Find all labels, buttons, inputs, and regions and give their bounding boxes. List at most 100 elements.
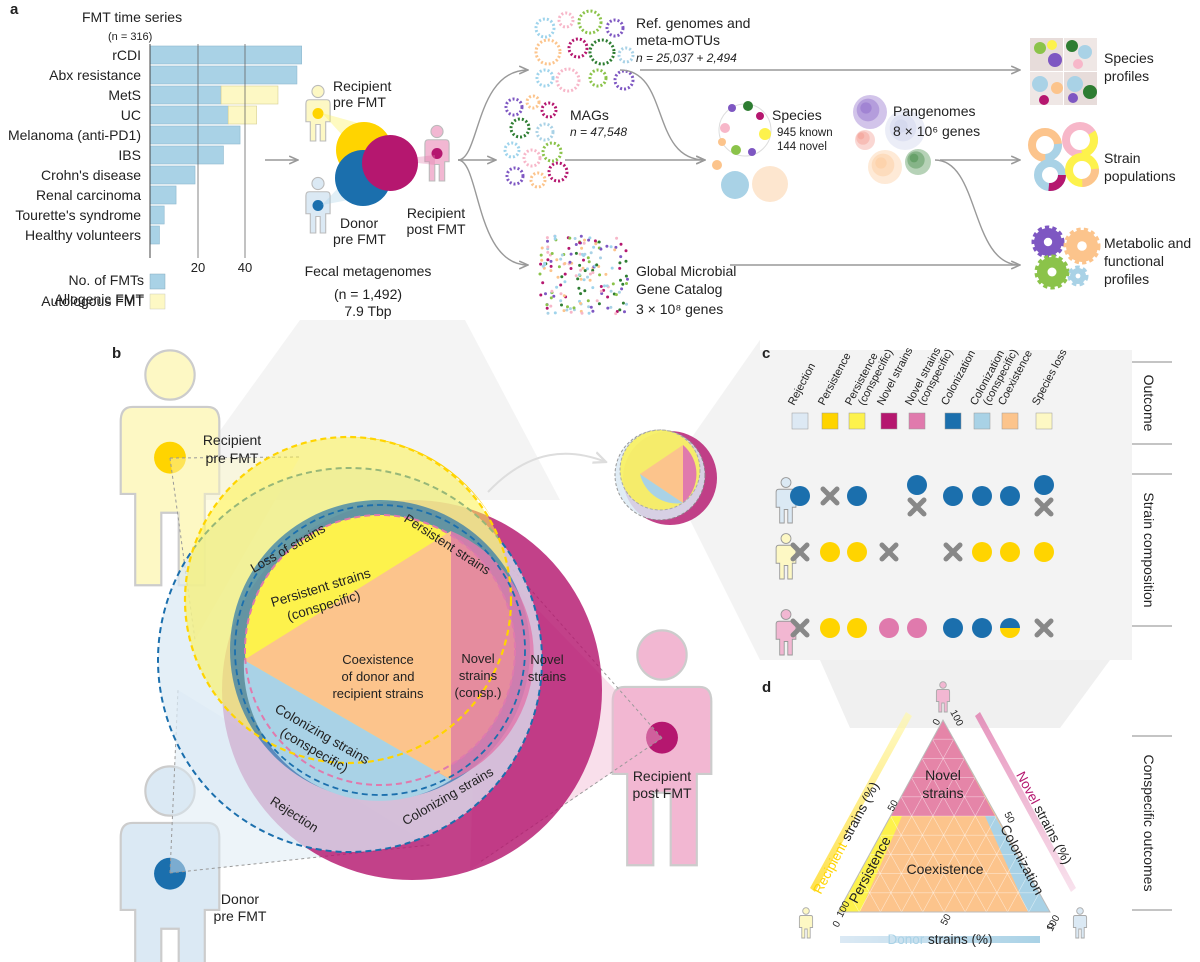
- legend-label-allogenic: Allogenic FMT: [55, 291, 145, 307]
- mag-ring: [540, 101, 558, 119]
- gene-dot: [577, 286, 581, 290]
- ternary-gridline: [858, 739, 954, 913]
- gene-dot: [597, 240, 601, 244]
- gene-dot: [578, 263, 582, 267]
- gene-dot: [549, 264, 553, 268]
- gene-dot: [618, 261, 622, 265]
- strain-dot: [820, 542, 840, 562]
- fmt-bar-allogenic: [149, 185, 177, 205]
- ternary-novel-region: [891, 720, 995, 816]
- pangenome-blob: [894, 119, 908, 133]
- gene-dot: [563, 262, 567, 265]
- fmt-chart-n: (n = 316): [108, 31, 152, 43]
- gene-dot: [546, 245, 550, 249]
- strain-dot: [847, 618, 867, 638]
- outcome-swatch: [848, 412, 866, 430]
- donor-pre-label-b-2: pre FMT: [214, 908, 267, 924]
- ref-label-3: n = 25,037 + 2,494: [636, 51, 737, 65]
- recipient-post-label-a-2: post FMT: [406, 221, 466, 237]
- venn-coexistence: [244, 531, 451, 780]
- gene-dot: [619, 242, 623, 246]
- gene-dot: [582, 254, 586, 257]
- gene-dot: [624, 274, 628, 278]
- fmt-row-label: Healthy volunteers: [25, 227, 141, 243]
- gene-dot: [614, 245, 618, 249]
- pangenome-blob: [889, 114, 917, 142]
- gene-dot: [549, 259, 553, 263]
- ternary-gridline: [943, 815, 997, 913]
- novel-strains-label-1: Novel: [530, 652, 563, 667]
- gene-dot: [609, 245, 613, 249]
- venn-post-a: [362, 135, 418, 191]
- fmt-bar-allogenic: [149, 85, 222, 105]
- absent-cross: [1034, 618, 1054, 638]
- species-dot: [748, 148, 756, 156]
- ref-genome-ring: [534, 17, 556, 39]
- panel-label-b: b: [112, 345, 121, 362]
- gene-dot: [562, 294, 566, 298]
- gene-dot: [625, 282, 628, 285]
- gene-dot: [579, 234, 583, 238]
- tick-recipient-0: 0: [931, 717, 944, 727]
- gene-dot: [578, 241, 582, 245]
- gene-dot: [566, 305, 569, 309]
- gene-dot: [545, 306, 549, 310]
- ternary-novel-label-1: Novel: [925, 767, 961, 783]
- mag-ring: [509, 117, 531, 139]
- gene-dot: [555, 285, 559, 289]
- gene-dot: [599, 285, 603, 288]
- ternary-recipient-person-icon: [798, 907, 814, 939]
- fmt-bar-allogenic: [149, 105, 229, 125]
- tick-novel-50: 50: [1001, 810, 1016, 825]
- gene-dot: [541, 281, 545, 285]
- arrow-to-catalog: [457, 159, 528, 265]
- fmt-tick-40: 40: [238, 260, 252, 275]
- pangenome-blob: [875, 157, 887, 169]
- fmt-bar-allogenic: [149, 225, 160, 245]
- species-icon: [712, 101, 788, 202]
- ternary-gridline: [932, 739, 1030, 913]
- mags-label-1: MAGs: [570, 107, 609, 123]
- pangenomes-label-2: 8 × 10⁶ genes: [893, 123, 980, 139]
- output-strain-1: Strain: [1104, 150, 1141, 166]
- pangenome-blob: [868, 150, 902, 184]
- pangenome-blob: [856, 131, 870, 145]
- mag-ring: [522, 148, 542, 168]
- recipient-pre-label-a-2: pre FMT: [333, 94, 386, 110]
- gene-dot: [621, 282, 625, 286]
- gene-dot: [539, 293, 543, 297]
- venn-post-inner-outline: [244, 514, 516, 786]
- gene-dot: [605, 284, 609, 288]
- mag-ring: [541, 141, 563, 163]
- ternary-donor-person-icon: [1072, 907, 1088, 939]
- panel-label-a: a: [10, 1, 19, 18]
- ternary-gridline: [901, 777, 976, 913]
- gene-dot: [546, 258, 550, 262]
- fmt-bar-autologous: [220, 85, 279, 105]
- fmt-tick-20: 20: [191, 260, 205, 275]
- gene-dot: [606, 295, 610, 299]
- output-metabolic-2: functional: [1104, 253, 1164, 269]
- outcome-axis-label: Outcome: [1141, 375, 1157, 432]
- species-dot: [712, 160, 722, 170]
- gene-dot: [591, 268, 595, 272]
- gene-dot: [589, 251, 593, 255]
- gene-dot: [623, 310, 626, 314]
- strain-dot: [1000, 542, 1020, 562]
- pangenome-blob: [907, 151, 925, 169]
- gene-dot: [559, 299, 563, 303]
- gene-dot: [588, 278, 592, 282]
- gene-dot: [563, 272, 567, 276]
- gear-hole: [1075, 273, 1081, 279]
- fmt-xlabel: No. of FMTs: [69, 272, 144, 288]
- ref-genome-ring: [577, 9, 603, 35]
- output-species-1: Species: [1104, 50, 1154, 66]
- catalog-label-3: 3 × 10⁸ genes: [636, 301, 723, 317]
- gene-dot: [552, 294, 556, 298]
- gene-dot: [603, 284, 606, 288]
- fmt-row-label: Tourette's syndrome: [15, 207, 141, 223]
- mags-icon: [503, 94, 569, 189]
- zoom-cone-c: [690, 340, 760, 660]
- ternary-gridline: [848, 892, 860, 913]
